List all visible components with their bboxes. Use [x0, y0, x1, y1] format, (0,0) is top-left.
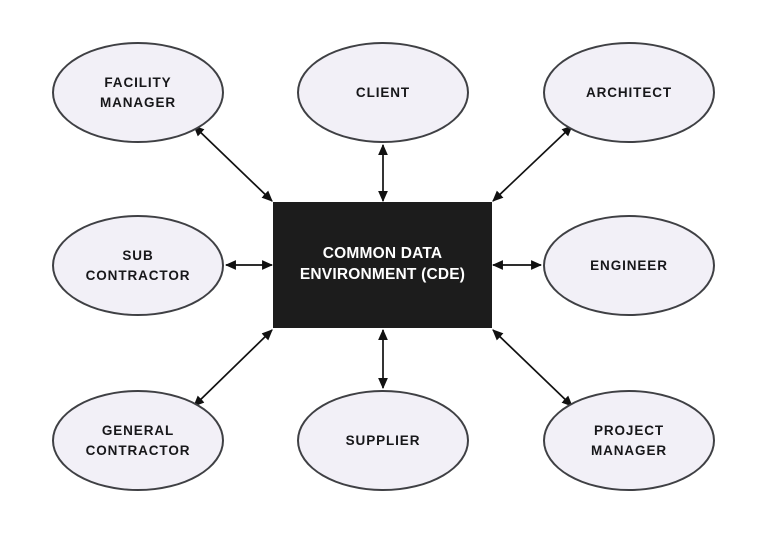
edge-general-contractor — [193, 329, 273, 407]
node-architect[interactable]: ARCHITECT — [543, 42, 715, 143]
node-project-manager[interactable]: PROJECT MANAGER — [543, 390, 715, 491]
node-label-supplier: SUPPLIER — [345, 432, 421, 448]
node-facility-manager[interactable]: FACILITY MANAGER — [52, 42, 224, 143]
edge-project-manager — [492, 329, 573, 407]
node-sub-contractor[interactable]: SUB CONTRACTOR — [52, 215, 224, 316]
hub-node-label: COMMON DATA ENVIRONMENT (CDE) — [299, 245, 466, 283]
node-general-contractor[interactable]: GENERAL CONTRACTOR — [52, 390, 224, 491]
node-label-project-manager: PROJECT MANAGER — [590, 422, 668, 458]
edge-facility-manager — [193, 125, 273, 202]
node-label-facility-manager: FACILITY MANAGER — [99, 74, 177, 110]
node-supplier[interactable]: SUPPLIER — [297, 390, 469, 491]
node-label-engineer: ENGINEER — [590, 257, 668, 273]
node-label-architect: ARCHITECT — [585, 84, 673, 100]
hub-node-cde[interactable]: COMMON DATA ENVIRONMENT (CDE) — [273, 202, 492, 328]
edge-architect — [492, 125, 573, 202]
node-client[interactable]: CLIENT — [297, 42, 469, 143]
node-label-sub-contractor: SUB CONTRACTOR — [85, 247, 191, 283]
node-engineer[interactable]: ENGINEER — [543, 215, 715, 316]
node-label-client: CLIENT — [355, 84, 411, 100]
node-label-general-contractor: GENERAL CONTRACTOR — [85, 422, 191, 458]
